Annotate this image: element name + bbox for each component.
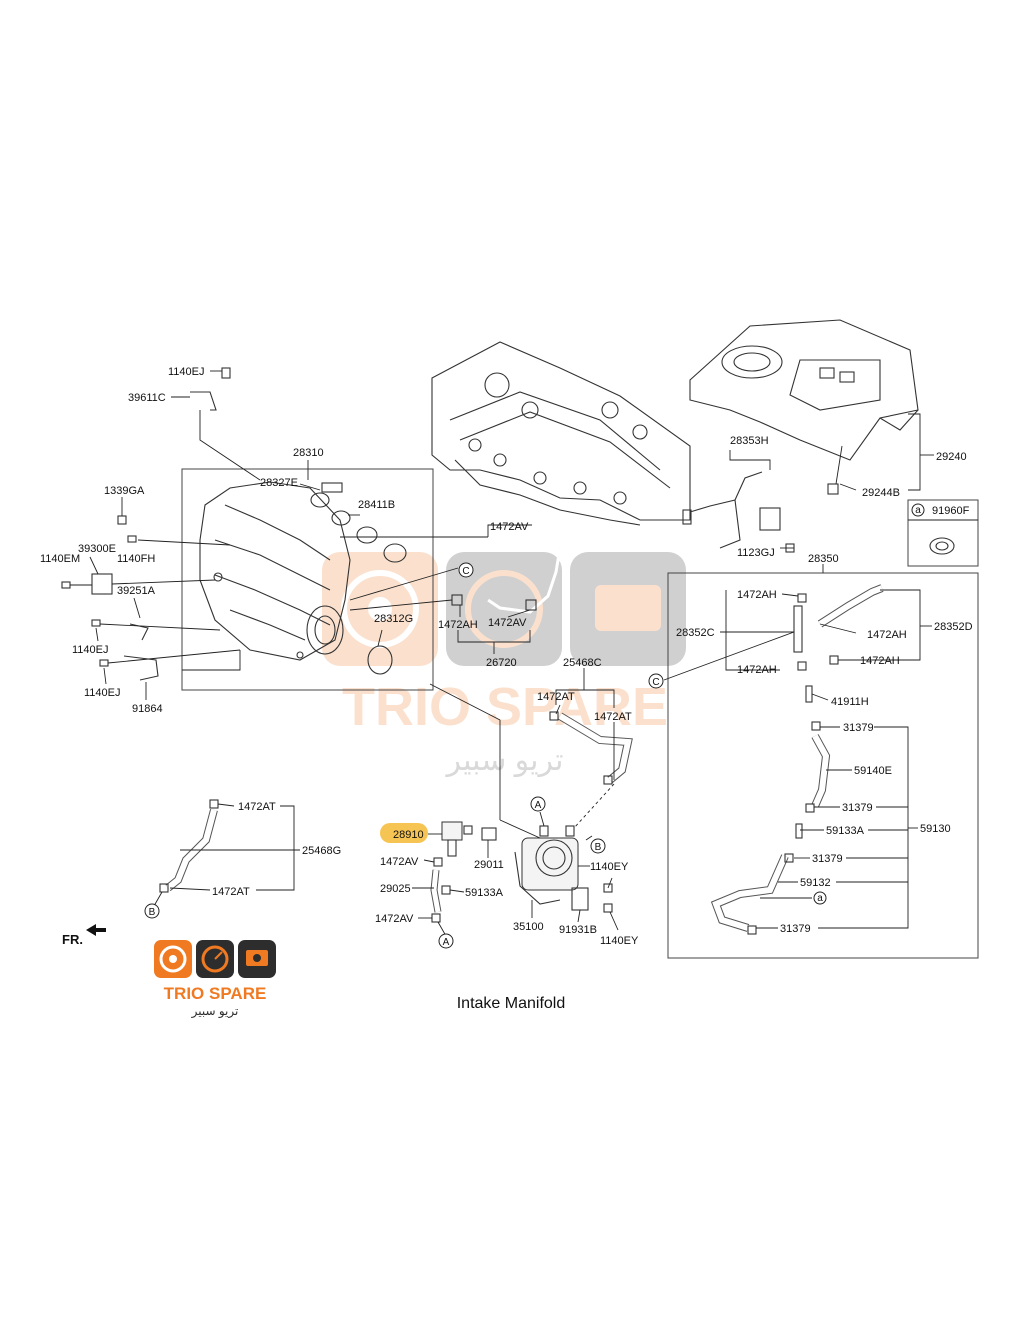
label-59132: 59132: [800, 877, 831, 889]
label-59130: 59130: [920, 823, 951, 835]
label-28352C: 28352C: [676, 627, 715, 639]
intake-manifold-drawing: [199, 481, 407, 675]
label-41911H: 41911H: [831, 696, 869, 708]
svg-text:C: C: [462, 566, 469, 577]
label-1140EY-a: 1140EY: [590, 861, 629, 873]
label-29011: 29011: [474, 859, 504, 871]
label-39611C: 39611C: [128, 392, 166, 404]
manifold-group-box: [181, 468, 434, 691]
label-28327E: 28327E: [260, 477, 298, 489]
label-1140EM: 1140EM: [40, 553, 80, 565]
svg-text:B: B: [149, 907, 156, 918]
label-1472AV-a: 1472AV: [488, 617, 527, 629]
brand-arabic: تريو سبير: [191, 1004, 239, 1019]
diagram-caption: Intake Manifold: [457, 995, 566, 1012]
leader-lines: [70, 370, 934, 937]
label-29025: 29025: [380, 883, 411, 895]
engine-cover-drawing: [689, 319, 919, 461]
label-1472AT-a: 1472AT: [537, 691, 575, 703]
label-1472AH-d: 1472AH: [860, 655, 900, 667]
watermark-brand-name: TRIO SPARE: [342, 677, 668, 737]
label-1472AV-d: 1472AV: [375, 913, 414, 925]
watermark-brand-arabic: تريو سبير: [445, 744, 564, 777]
label-1472AV-b: 1472AV: [490, 521, 529, 533]
label-28910[interactable]: 28910: [393, 829, 424, 841]
label-31379-c: 31379: [812, 853, 843, 865]
label-28352D: 28352D: [934, 621, 973, 633]
label-91931B: 91931B: [559, 924, 597, 936]
svg-text:C: C: [652, 677, 659, 688]
brand-logo: TRIO SPARE تريو سبير: [154, 940, 276, 1019]
label-25468G: 25468G: [302, 845, 341, 857]
label-25468C: 25468C: [563, 657, 602, 669]
callout-a-legend: a: [911, 503, 925, 517]
label-1472AH-e: 1472AH: [737, 664, 777, 676]
label-1472AH-c: 1472AH: [867, 629, 907, 641]
callout-b-throttle: B: [590, 838, 606, 854]
callout-c-right: C: [648, 673, 664, 689]
label-1140EJ-top: 1140EJ: [168, 366, 205, 378]
callouts: C C a a A B A B: [144, 503, 925, 949]
part-labels: 1140EJ 39611C 28310 28327E 28411B 1339GA…: [40, 366, 973, 947]
svg-text:a: a: [915, 505, 921, 516]
label-29240: 29240: [936, 451, 967, 463]
label-28312G: 28312G: [374, 613, 413, 625]
brand-name: TRIO SPARE: [164, 984, 267, 1003]
label-1123GJ: 1123GJ: [737, 547, 775, 559]
clamp-legend-box: [907, 499, 979, 567]
label-28350: 28350: [808, 553, 839, 565]
label-29244B: 29244B: [862, 487, 900, 499]
watermark-engine-icon: [570, 552, 686, 666]
label-31379-b: 31379: [842, 802, 873, 814]
label-59133A-a: 59133A: [826, 825, 865, 837]
highlight-28910: [380, 823, 428, 843]
label-28353H: 28353H: [730, 435, 769, 447]
label-35100: 35100: [513, 921, 544, 933]
callout-c-top: C: [458, 562, 474, 578]
label-1472AT-b: 1472AT: [594, 711, 632, 723]
callout-a-throttle: A: [530, 796, 546, 812]
callout-a-hose: a: [813, 891, 827, 905]
label-91864: 91864: [132, 703, 163, 715]
label-91960F: 91960F: [932, 505, 970, 517]
label-28411B: 28411B: [358, 499, 395, 511]
label-1472AH-b: 1472AH: [737, 589, 777, 601]
clamp-icon: [929, 537, 955, 555]
engine-head-drawing: [431, 341, 691, 526]
label-1472AV-c: 1472AV: [380, 856, 419, 868]
front-direction-indicator: FR.: [62, 924, 106, 947]
svg-text:a: a: [817, 893, 823, 904]
label-59140E: 59140E: [854, 765, 892, 777]
label-26720: 26720: [486, 657, 517, 669]
callout-a-sensor: A: [438, 933, 454, 949]
callout-b-hose: B: [144, 903, 160, 919]
label-1140EJ-low: 1140EJ: [84, 687, 121, 699]
label-31379-d: 31379: [780, 923, 811, 935]
label-1140FH: 1140FH: [117, 553, 155, 565]
svg-text:B: B: [595, 842, 602, 853]
label-39300E: 39300E: [78, 543, 116, 555]
label-1472AT-d: 1472AT: [212, 886, 250, 898]
label-39251A: 39251A: [117, 585, 156, 597]
label-1140EJ-mid: 1140EJ: [72, 644, 109, 656]
watermark-speaker-icon: [322, 552, 438, 666]
label-31379-a: 31379: [843, 722, 874, 734]
label-1140EY-b: 1140EY: [600, 935, 639, 947]
label-1339GA: 1339GA: [104, 485, 145, 497]
svg-text:A: A: [535, 800, 542, 811]
svg-text:A: A: [443, 937, 450, 948]
front-label: FR.: [62, 932, 83, 947]
front-arrow-icon: [86, 924, 106, 936]
label-1472AT-c: 1472AT: [238, 801, 276, 813]
label-1472AH-a: 1472AH: [438, 619, 478, 631]
label-28310: 28310: [293, 447, 324, 459]
label-59133A-b: 59133A: [465, 887, 504, 899]
hoses-drawing: [61, 367, 884, 935]
